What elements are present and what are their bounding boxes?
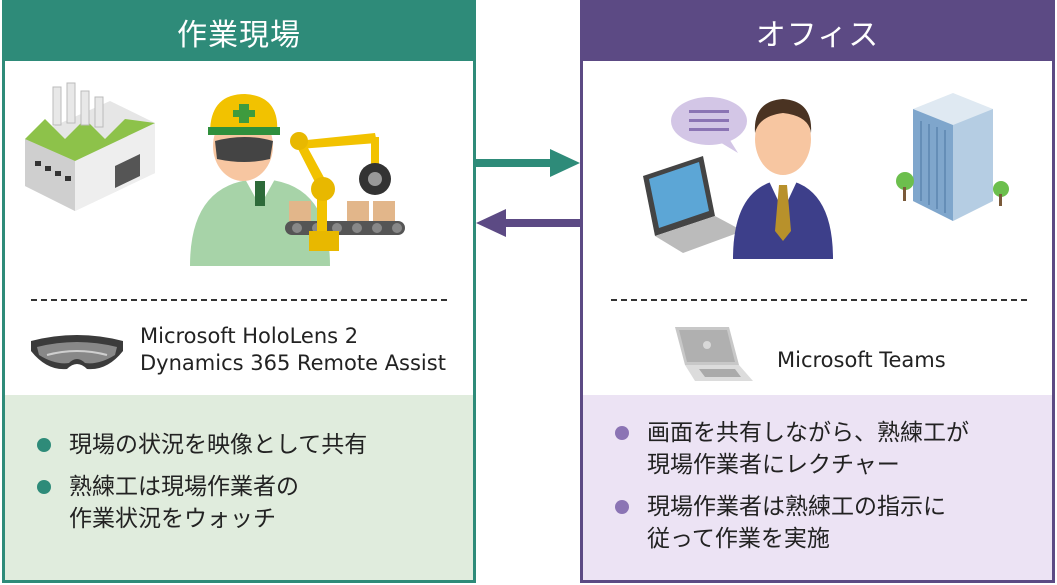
worker-with-headset-icon (190, 94, 330, 266)
tool-name-teams: Microsoft Teams (777, 348, 946, 372)
bullet-dot-icon (615, 426, 629, 440)
tool-name-hololens: Microsoft HoloLens 2 (140, 324, 359, 348)
exchange-arrows (476, 149, 580, 237)
bullet-dot-icon (37, 480, 51, 494)
bullet-text: 画面を共有しながら、熟練工が 現場作業者にレクチャー (647, 420, 969, 478)
robot-arm-conveyor-icon (285, 132, 405, 251)
bullet-text: 熟練工は現場作業者の 作業状況をウォッチ (69, 474, 299, 532)
tool-names: Microsoft Teams (777, 347, 946, 374)
field-site-panel: 作業現場 (2, 0, 476, 583)
teams-laptop-icon (675, 327, 753, 381)
bullet-item: 現場作業者は熟練工の指示に 従って作業を実施 (613, 491, 969, 555)
bullet-item: 現場の状況を映像として共有 (35, 429, 367, 461)
office-panel: オフィス (580, 0, 1055, 583)
bullet-dot-icon (37, 438, 51, 452)
speech-bubble-icon (671, 97, 747, 153)
office-worker-icon (733, 99, 833, 259)
office-building-icon (896, 93, 1009, 221)
office-illustration (643, 93, 1009, 259)
tool-name-remote-assist: Dynamics 365 Remote Assist (140, 351, 446, 375)
bullet-item: 画面を共有しながら、熟練工が 現場作業者にレクチャー (613, 417, 969, 481)
bullet-list: 画面を共有しながら、熟練工が 現場作業者にレクチャー 現場作業者は熟練工の指示に… (613, 417, 969, 565)
bullet-dot-icon (615, 500, 629, 514)
laptop-icon (643, 156, 743, 253)
bullet-item: 熟練工は現場作業者の 作業状況をウォッチ (35, 471, 367, 535)
description-area: 画面を共有しながら、熟練工が 現場作業者にレクチャー 現場作業者は熟練工の指示に… (583, 395, 1052, 580)
panel-title: オフィス (583, 3, 1052, 61)
bullet-text: 現場の状況を映像として共有 (69, 432, 368, 458)
description-area: 現場の状況を映像として共有 熟練工は現場作業者の 作業状況をウォッチ (5, 395, 473, 580)
field-site-illustration (25, 82, 405, 266)
tool-names: Microsoft HoloLens 2 Dynamics 365 Remote… (140, 323, 446, 377)
bullet-list: 現場の状況を映像として共有 熟練工は現場作業者の 作業状況をウォッチ (35, 429, 367, 545)
section-divider (611, 299, 1027, 301)
bullet-text: 現場作業者は熟練工の指示に 従って作業を実施 (647, 494, 946, 552)
panel-title: 作業現場 (5, 3, 473, 61)
hololens-icon (31, 335, 123, 370)
arrow-left-icon (476, 209, 580, 237)
arrow-right-icon (476, 149, 580, 177)
factory-icon (25, 82, 155, 211)
section-divider (31, 299, 447, 301)
